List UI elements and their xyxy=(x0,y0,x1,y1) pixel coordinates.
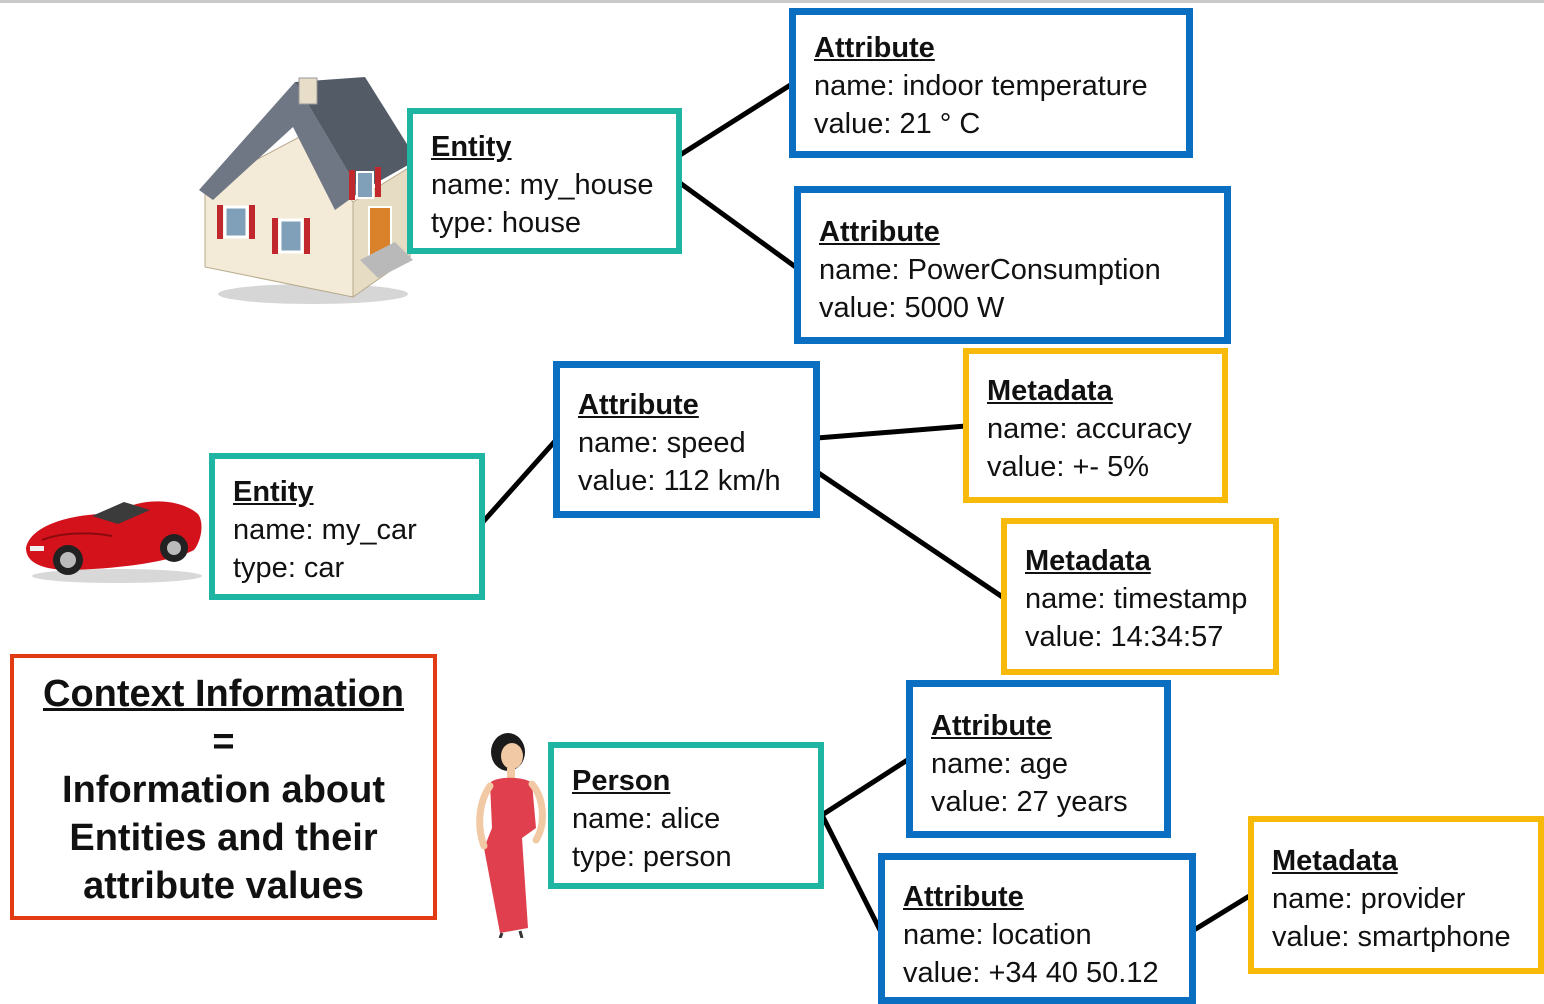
metadata-timestamp-name: name: timestamp xyxy=(1025,583,1248,615)
entity-house-name: name: my_house xyxy=(431,169,654,201)
connector-car-speed xyxy=(479,437,559,526)
attribute-age-box: Attribute name: age value: 27 years xyxy=(906,680,1171,838)
attribute-location-box: Attribute name: location value: +34 40 5… xyxy=(878,853,1196,1004)
entity-person-box: Person name: alice type: person xyxy=(548,742,824,889)
attribute-indoor-temperature-value: value: 21 ° C xyxy=(814,108,981,140)
metadata-accuracy-value: value: +- 5% xyxy=(987,451,1150,483)
connector-location-provider xyxy=(1191,892,1254,933)
metadata-provider-box: Metadata name: provider value: smartphon… xyxy=(1248,816,1544,974)
attribute-location-value: value: +34 40 50.12 xyxy=(903,957,1159,989)
connector-speed-timestamp xyxy=(814,469,1007,601)
entity-person-name: name: alice xyxy=(572,803,721,835)
entity-house-heading: Entity xyxy=(431,131,512,163)
metadata-provider-name: name: provider xyxy=(1272,883,1466,915)
entity-house-type: type: house xyxy=(431,207,581,239)
context-equals: = xyxy=(212,721,235,763)
attribute-indoor-temperature-heading: Attribute xyxy=(814,32,935,64)
connector-house-power xyxy=(677,180,800,271)
attribute-power-consumption-heading: Attribute xyxy=(819,216,940,248)
woman-icon xyxy=(476,733,546,938)
context-line-2: Entities and their xyxy=(69,817,378,859)
connector-house-temperature xyxy=(677,81,795,158)
attribute-power-consumption-box: Attribute name: PowerConsumption value: … xyxy=(794,186,1231,344)
attribute-indoor-temperature-box: Attribute name: indoor temperature value… xyxy=(789,8,1193,158)
context-information-box: Context Information = Information about … xyxy=(10,654,437,920)
metadata-timestamp-heading: Metadata xyxy=(1025,545,1151,577)
entity-person-heading: Person xyxy=(572,765,671,797)
metadata-provider-value: value: smartphone xyxy=(1272,921,1511,953)
attribute-age-value: value: 27 years xyxy=(931,786,1128,818)
context-line-3: attribute values xyxy=(83,865,364,907)
context-title: Context Information xyxy=(43,673,404,715)
attribute-power-consumption-value: value: 5000 W xyxy=(819,292,1005,324)
metadata-timestamp-box: Metadata name: timestamp value: 14:34:57 xyxy=(1001,518,1279,675)
attribute-location-name: name: location xyxy=(903,919,1092,951)
attribute-speed-heading: Attribute xyxy=(578,389,699,421)
attribute-speed-value: value: 112 km/h xyxy=(578,465,781,497)
metadata-accuracy-name: name: accuracy xyxy=(987,413,1192,445)
entity-house-box: Entity name: my_house type: house xyxy=(407,108,682,254)
entity-car-heading: Entity xyxy=(233,476,314,508)
attribute-indoor-temperature-name: name: indoor temperature xyxy=(814,70,1148,102)
connector-person-age xyxy=(819,756,912,818)
attribute-age-name: name: age xyxy=(931,748,1069,780)
car-icon xyxy=(26,501,202,583)
metadata-accuracy-heading: Metadata xyxy=(987,375,1113,407)
attribute-power-consumption-name: name: PowerConsumption xyxy=(819,254,1161,286)
metadata-provider-heading: Metadata xyxy=(1272,845,1398,877)
metadata-timestamp-value: value: 14:34:57 xyxy=(1025,621,1224,653)
entity-car-name: name: my_car xyxy=(233,514,417,546)
top-border xyxy=(0,0,1544,3)
context-line-1: Information about xyxy=(62,769,385,811)
metadata-accuracy-box: Metadata name: accuracy value: +- 5% xyxy=(963,348,1228,503)
connector-person-location xyxy=(819,812,884,935)
attribute-location-heading: Attribute xyxy=(903,881,1024,913)
entity-car-type: type: car xyxy=(233,552,345,584)
entity-car-box: Entity name: my_car type: car xyxy=(209,453,485,600)
entity-person-type: type: person xyxy=(572,841,732,873)
house-icon xyxy=(199,77,417,304)
attribute-speed-name: name: speed xyxy=(578,427,746,459)
connector-speed-accuracy xyxy=(814,423,969,441)
attribute-age-heading: Attribute xyxy=(931,710,1052,742)
attribute-speed-box: Attribute name: speed value: 112 km/h xyxy=(553,361,820,518)
